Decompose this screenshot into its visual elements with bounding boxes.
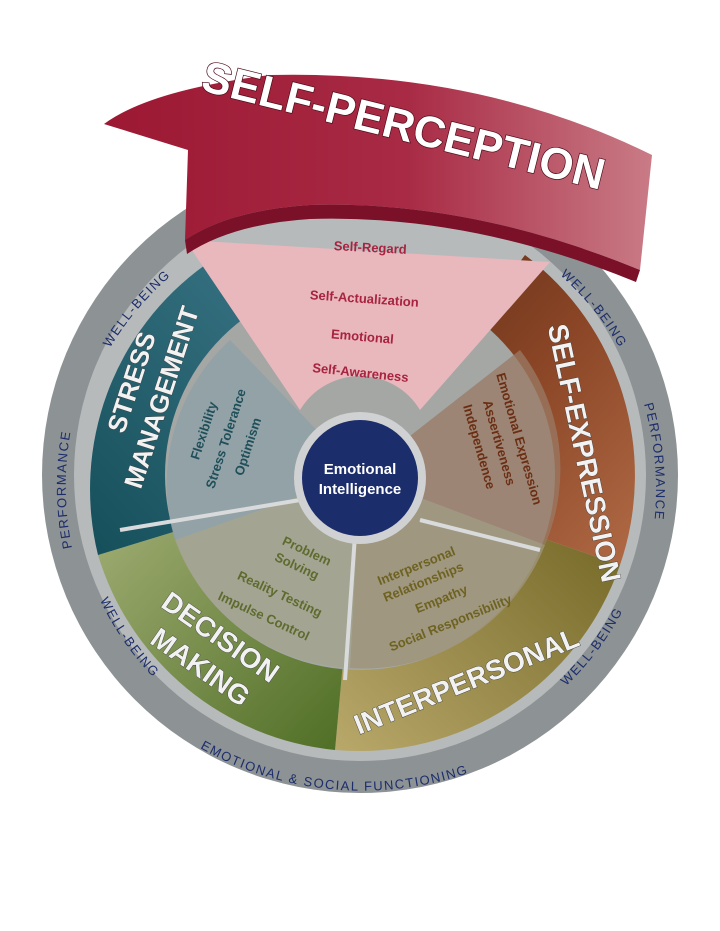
center-label-line1: Emotional <box>324 461 397 478</box>
emotional-label: Emotional <box>330 326 394 346</box>
self-perception-wedge <box>185 240 550 410</box>
self-regard-label: Self-Regard <box>333 238 407 257</box>
center-label-line2: Intelligence <box>319 481 402 498</box>
self-expression-inner <box>360 350 561 545</box>
self-perception-banner <box>104 74 652 270</box>
center-circle <box>302 420 418 536</box>
performance-left: PERFORMANCE <box>54 429 75 550</box>
banner-underline <box>185 204 640 282</box>
segment-dividers <box>119 498 541 681</box>
